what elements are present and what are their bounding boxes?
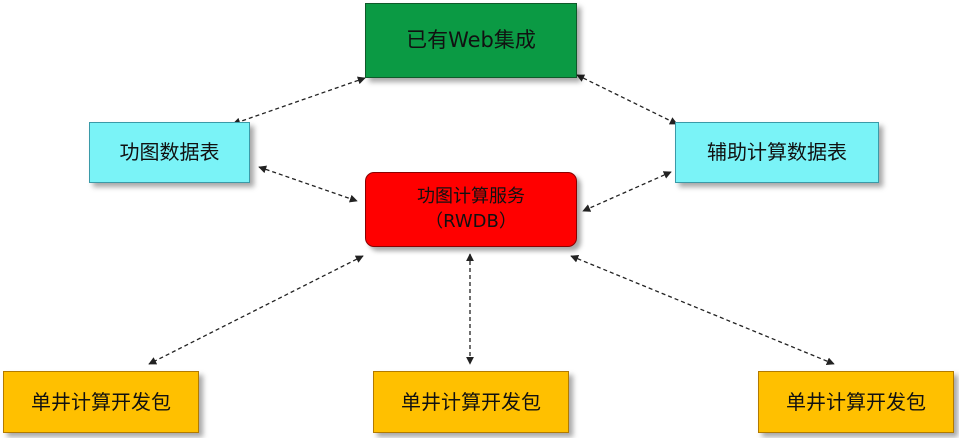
- power-calc-service-node: 功图计算服务 （RWDB）: [365, 172, 577, 247]
- single-well-package-right-label: 单井计算开发包: [786, 389, 926, 414]
- connector-aux-table-service: [582, 171, 672, 212]
- aux-calc-table-node: 辅助计算数据表: [675, 122, 879, 183]
- connector-service-pkg-left: [148, 255, 364, 365]
- aux-calc-table-label: 辅助计算数据表: [707, 140, 847, 164]
- connector-service-pkg-right: [570, 255, 835, 365]
- power-card-table-label: 功图数据表: [119, 140, 220, 164]
- connector-web-aux-table: [576, 74, 678, 125]
- single-well-package-middle: 单井计算开发包: [373, 371, 569, 433]
- web-integration-node: 已有Web集成: [365, 3, 577, 78]
- web-integration-label: 已有Web集成: [406, 28, 536, 53]
- connector-web-power-table: [232, 76, 366, 126]
- power-card-table-node: 功图数据表: [89, 122, 250, 183]
- single-well-package-right: 单井计算开发包: [758, 371, 954, 433]
- single-well-package-left-label: 单井计算开发包: [31, 389, 171, 414]
- power-calc-service-sublabel: （RWDB）: [425, 210, 517, 232]
- connector-power-table-service: [258, 165, 358, 203]
- single-well-package-left: 单井计算开发包: [3, 371, 199, 433]
- single-well-package-middle-label: 单井计算开发包: [401, 389, 541, 414]
- power-calc-service-label: 功图计算服务: [417, 186, 525, 208]
